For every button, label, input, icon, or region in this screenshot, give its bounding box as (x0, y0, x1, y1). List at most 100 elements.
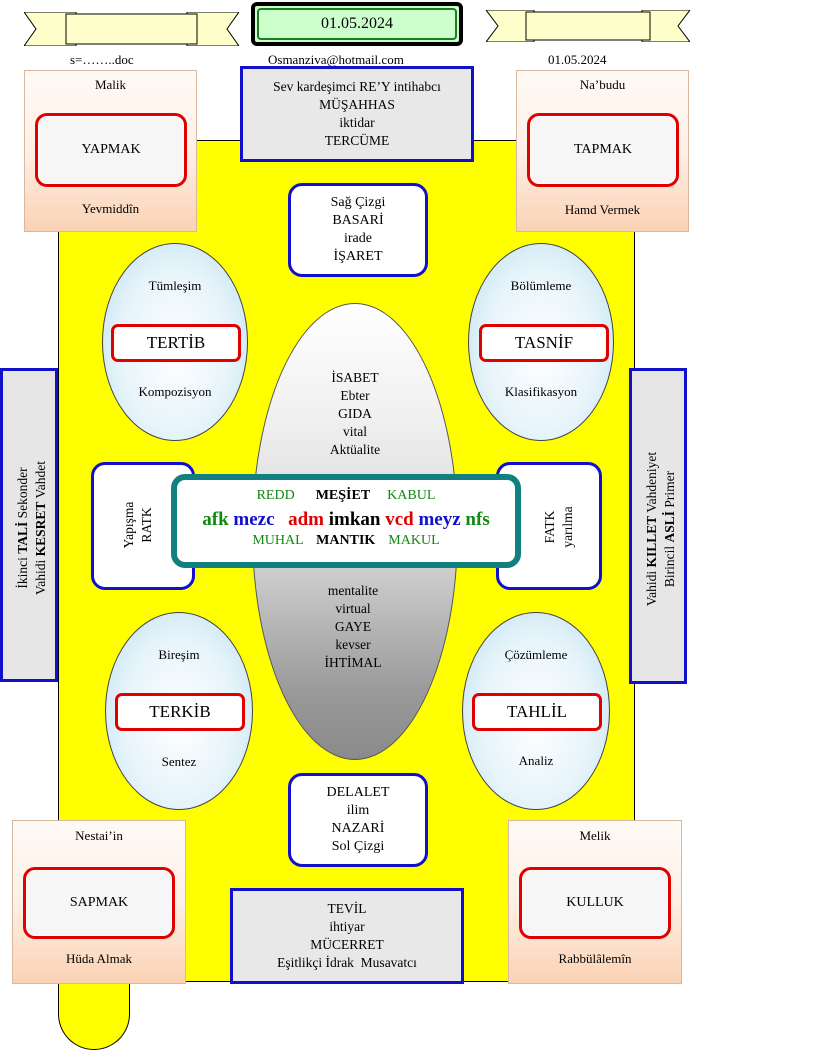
right-side-panel: Vahidi KILLET Vahdeniyet Birincil ASLİ P… (629, 368, 687, 684)
right-side-l2b: ASLİ (662, 511, 677, 543)
corner-panel-bottom-right: Melik KULLUK Rabbülâlemîn (508, 820, 682, 984)
left-side-l1b: TALİ (15, 521, 30, 554)
corner-panel-top-left: Malik YAPMAK Yevmiddîn (24, 70, 197, 232)
big-oval-upper-line-4: vital (343, 424, 367, 439)
oval-upper-right: Bölümleme TASNİF Klasifikasyon (468, 243, 614, 441)
left-mid-line-1: Yapışma (121, 501, 136, 549)
oval-lower-right-box-label: TAHLİL (506, 702, 567, 721)
center-nfs: nfs (465, 509, 490, 530)
right-side-text: Vahidi KILLET Vahdeniyet Birincil ASLİ P… (643, 452, 679, 606)
oval-upper-left-top: Tümleşim (148, 278, 202, 293)
corner-top-right-footer: Hamd Vermek (564, 202, 641, 217)
left-side-l1a: İkinci (15, 553, 30, 589)
corner-bottom-left-box-label: SAPMAK (69, 895, 129, 910)
right-side-line-2: Birincil ASLİ Primer (661, 452, 679, 606)
oval-lower-right-box: TAHLİL (472, 693, 602, 731)
big-oval-lower-text: mentalite virtual GAYE kevser İHTİMAL (280, 582, 426, 672)
oval-upper-right-box: TASNİF (479, 324, 609, 362)
top-box-line-3: iktidar (339, 115, 375, 130)
oval-upper-right-bottom: Klasifikasyon (504, 384, 578, 399)
center-mantik: MANTIK (316, 533, 376, 548)
right-side-l1a: Vahidi (644, 567, 659, 607)
top-concept-box: Sev kardeşimci RE’Y intihabcı MÜŞAHHAS i… (240, 66, 474, 162)
corner-bottom-left-box: SAPMAK (23, 867, 175, 939)
oval-upper-right-box-label: TASNİF (514, 333, 574, 352)
oval-lower-right-bottom: Analiz (518, 753, 554, 768)
upper-box-line-4: İŞARET (333, 249, 383, 264)
upper-concept-box: Sağ Çizgi BASARİ irade İŞARET (288, 183, 428, 277)
center-afk: afk (202, 509, 229, 530)
oval-lower-right-top: Çözümleme (504, 647, 568, 662)
corner-top-right-box-label: TAPMAK (574, 142, 632, 157)
big-oval-lower-line-4: kevser (335, 637, 371, 652)
lower-box-line-3: NAZARİ (331, 821, 385, 836)
left-side-line-1: İkinci TALİ Sekonder (14, 461, 32, 595)
big-oval-upper-line-2: Ebter (340, 388, 370, 403)
right-side-l1b: KILLET (644, 515, 659, 568)
left-side-l2c: Vahdet (33, 460, 48, 502)
right-side-l2a: Birincil (662, 542, 677, 588)
left-side-l1c: Sekonder (15, 467, 30, 522)
big-oval-lower-line-3: GAYE (334, 619, 372, 634)
center-mesiet: MEŞİET (315, 488, 371, 503)
bottom-box-line-3: MÜCERRET (310, 937, 384, 952)
top-box-line-4: TERCÜME (324, 133, 390, 148)
corner-panel-bottom-left: Nestai’in SAPMAK Hüda Almak (12, 820, 186, 984)
header-right-date: 01.05.2024 (548, 52, 607, 67)
corner-bottom-right-title: Melik (579, 828, 611, 843)
left-mid-line-2: RATK (139, 507, 154, 543)
center-kabul: KABUL (387, 488, 436, 503)
header-date-box: 01.05.2024 (251, 2, 463, 46)
big-oval-upper-line-5: Aktüalite (329, 442, 381, 457)
oval-lower-left-bottom: Sentez (161, 754, 197, 769)
oval-lower-right: Çözümleme TAHLİL Analiz (462, 612, 610, 810)
corner-bottom-right-footer: Rabbülâlemîn (558, 951, 632, 966)
bottom-box-line-1: TEVİL (327, 901, 367, 916)
corner-top-left-box-label: YAPMAK (81, 142, 141, 157)
right-mid-text: FATK yarılma (541, 506, 577, 547)
right-side-l2c: Primer (662, 470, 677, 511)
right-ribbon-banner (486, 10, 690, 42)
left-ribbon-banner (24, 12, 239, 46)
big-oval-lower-line-2: virtual (335, 601, 371, 616)
big-oval-upper-line-1: İSABET (331, 370, 379, 385)
header-left-note: s=……..doc (70, 52, 134, 67)
right-mid-line-1: FATK (542, 510, 557, 544)
left-side-panel: İkinci TALİ Sekonder Vahidi KESRET Vahde… (0, 368, 58, 682)
center-vcd: vcd (385, 509, 414, 530)
bottom-box-line-2: ihtiyar (329, 919, 365, 934)
header-email: Osmanziva@hotmail.com (268, 52, 404, 67)
corner-bottom-left-title: Nestai’in (75, 828, 123, 843)
oval-upper-left: Tümleşim TERTİB Kompozisyon (102, 243, 248, 441)
top-box-line-2: MÜŞAHHAS (319, 97, 395, 112)
center-meyz: meyz (418, 509, 461, 530)
oval-upper-left-box-label: TERTİB (146, 333, 206, 352)
big-oval-lower-line-1: mentalite (327, 583, 379, 598)
big-oval-upper-text: İSABET Ebter GIDA vital Aktüalite (282, 369, 428, 459)
center-row-3: MUHAL MANTIK MAKUL (177, 533, 515, 549)
oval-lower-left: Bireşim TERKİB Sentez (105, 612, 253, 810)
oval-lower-left-box: TERKİB (115, 693, 245, 731)
center-teal-box: REDD MEŞİET KABUL afk mezc adm imkan vcd… (171, 474, 521, 568)
corner-top-left-title: Malik (94, 77, 127, 92)
center-imkan: imkan (328, 509, 381, 530)
corner-top-left-box: YAPMAK (35, 113, 187, 187)
left-mid-text: Yapışma RATK (120, 502, 156, 549)
oval-upper-left-box: TERTİB (111, 324, 241, 362)
center-makul: MAKUL (388, 533, 440, 548)
left-side-l2a: Vahidi (33, 556, 48, 596)
center-adm: adm (288, 509, 324, 530)
right-mid-line-2: yarılma (560, 506, 575, 548)
corner-bottom-left-footer: Hüda Almak (65, 951, 133, 966)
oval-upper-left-bottom: Kompozisyon (138, 384, 212, 399)
center-redd: REDD (256, 488, 295, 503)
left-side-line-2: Vahidi KESRET Vahdet (32, 461, 50, 595)
upper-box-line-2: BASARİ (332, 213, 384, 228)
big-oval-upper-line-3: GIDA (338, 406, 372, 421)
lower-concept-box: DELALET ilim NAZARİ Sol Çizgi (288, 773, 428, 867)
right-side-l1c: Vahdeniyet (644, 451, 659, 516)
corner-top-right-title: Na’budu (579, 77, 626, 92)
lower-box-line-1: DELALET (326, 785, 390, 800)
corner-top-right-box: TAPMAK (527, 113, 679, 187)
center-muhal: MUHAL (252, 533, 304, 548)
